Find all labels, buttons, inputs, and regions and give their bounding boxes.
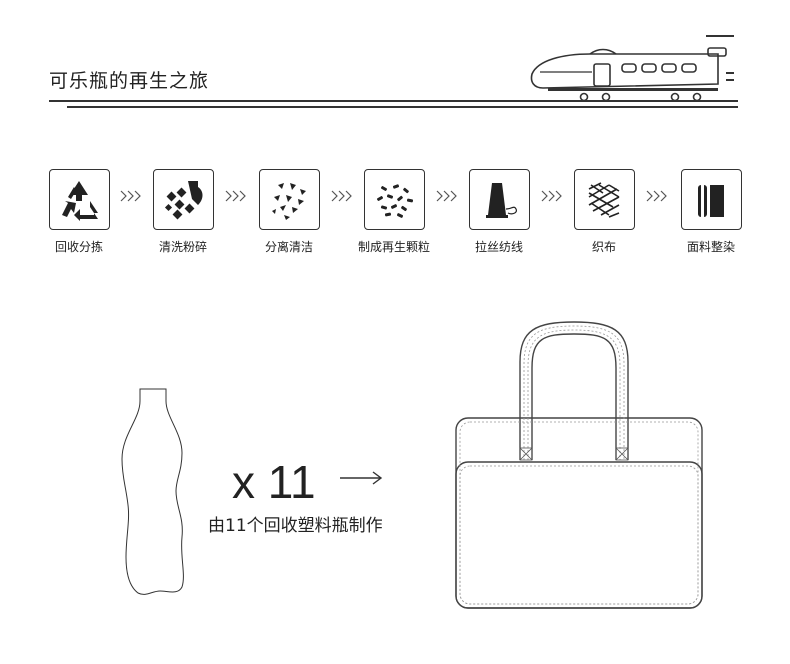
- step-yarn-spinning: 拉丝纺线: [451, 169, 547, 255]
- wash-crush-icon: [152, 169, 214, 230]
- arrow-right-icon: [339, 470, 383, 489]
- step-recycle: 回收分拣: [31, 169, 127, 255]
- step-separate-clean: 分离清洁: [241, 169, 337, 255]
- step-pellets: 制成再生颗粒: [346, 169, 442, 255]
- page-title: 可乐瓶的再生之旅: [49, 70, 210, 92]
- step-label: 回收分拣: [54, 240, 103, 254]
- step-wash-crush: 清洗粉碎: [135, 169, 231, 255]
- step-fabric-dye: 面料整染: [663, 169, 759, 255]
- fabric-roll-icon: [680, 169, 742, 230]
- separate-clean-icon: [258, 169, 320, 230]
- bottle-count: x 11: [232, 456, 316, 508]
- triple-chevron-icon: [331, 190, 352, 202]
- recycle-icon: [48, 169, 110, 230]
- triple-chevron-icon: [120, 190, 141, 202]
- triple-chevron-icon: [541, 190, 562, 202]
- train-icon: [530, 35, 734, 102]
- triple-chevron-icon: [436, 190, 457, 202]
- triple-chevron-icon: [225, 190, 246, 202]
- pellets-icon: [363, 169, 425, 230]
- step-label: 分离清洁: [264, 240, 313, 254]
- step-label: 拉丝纺线: [474, 240, 523, 254]
- step-label: 制成再生颗粒: [357, 240, 430, 254]
- step-label: 面料整染: [686, 240, 735, 254]
- step-label: 织布: [591, 240, 616, 254]
- weave-icon: [573, 169, 635, 230]
- header-rule: [49, 100, 738, 102]
- tote-bag-icon: [455, 321, 703, 609]
- step-label: 清洗粉碎: [158, 240, 207, 254]
- step-weave: 织布: [556, 169, 652, 255]
- plastic-bottle-icon: [121, 388, 184, 595]
- bottle-caption: 由11个回收塑料瓶制作: [208, 516, 383, 536]
- triple-chevron-icon: [646, 190, 667, 202]
- yarn-spool-icon: [468, 169, 530, 230]
- header-rule-secondary: [67, 106, 738, 108]
